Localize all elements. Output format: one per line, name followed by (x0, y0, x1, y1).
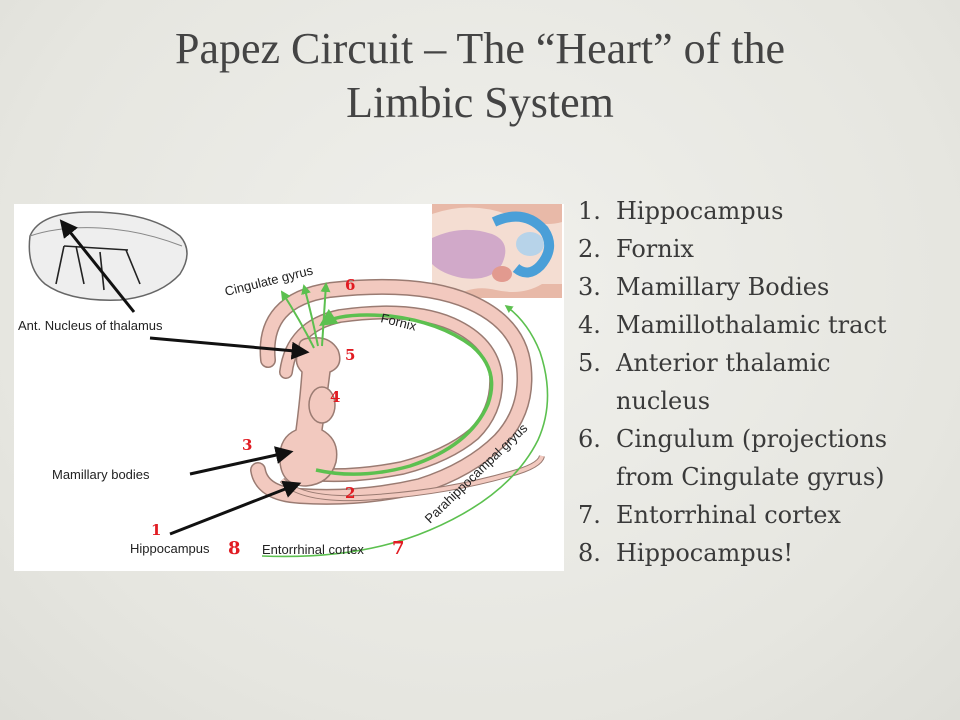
brain-inset-graphic (432, 204, 562, 298)
diagram-labels: Ant. Nucleus of thalamus Cingulate gyrus… (18, 262, 531, 557)
label-ant-nucleus: Ant. Nucleus of thalamus (18, 318, 163, 333)
brain-inset-image (432, 204, 562, 298)
green-pathways (261, 282, 549, 558)
step-number-4: 4 (330, 388, 340, 406)
slide-title-line-1: Papez Circuit – The “Heart” of the (174, 24, 786, 73)
step-number-7: 7 (392, 538, 405, 559)
step-number-3: 3 (242, 436, 252, 454)
step-number-2: 2 (345, 484, 355, 502)
step-number-8: 8 (228, 538, 241, 559)
annotation-arrows (59, 219, 310, 536)
step-number-1: 1 (151, 521, 161, 539)
slide-title-line-2: Limbic System (346, 78, 614, 127)
step-number-5: 5 (345, 346, 355, 364)
legend-item-7: 7.Entorrhinal cortex (578, 501, 841, 529)
legend-item-2: 2.Fornix (578, 235, 694, 263)
label-entorrhinal-cortex: Entorrhinal cortex (262, 542, 364, 557)
label-mamillary-bodies: Mamillary bodies (52, 467, 150, 482)
slide-title: Papez Circuit – The “Heart” of the Limbi… (0, 22, 960, 130)
legend-item-3: 3.Mamillary Bodies (578, 273, 830, 301)
brain-outline-sketch (28, 211, 188, 301)
step-number-6: 6 (345, 276, 355, 294)
legend-item-1: 1.Hippocampus (578, 197, 784, 225)
step-numbers: 1 2 3 4 5 6 7 8 (151, 276, 405, 559)
circuit-legend-list: 1.Hippocampus 2.Fornix 3.Mamillary Bodie… (578, 192, 948, 572)
legend-item-8: 8.Hippocampus! (578, 539, 794, 567)
legend-item-4: 4.Mamillothalamic tract (578, 311, 887, 339)
label-hippocampus: Hippocampus (130, 541, 210, 556)
